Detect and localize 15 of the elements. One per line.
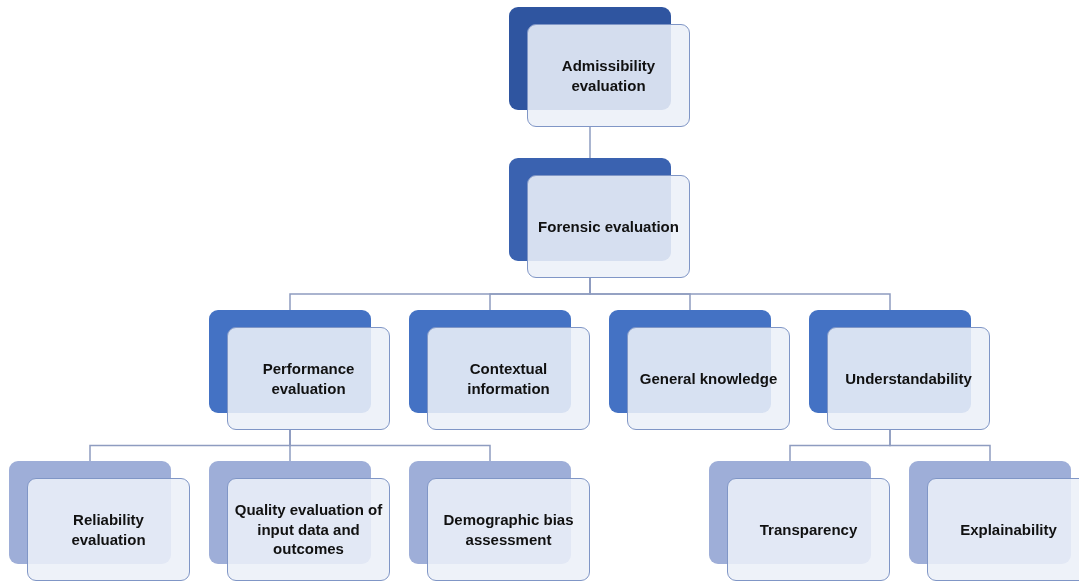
node-label: Reliability evaluation (70, 510, 147, 549)
node-label: Quality evaluation of input data and outcomes (234, 500, 383, 559)
node-label: Forensic evaluation (538, 216, 679, 237)
node-label: General knowledge (639, 368, 778, 389)
connector-line (589, 126, 591, 159)
connector-line (589, 277, 891, 311)
connector-line (889, 429, 991, 462)
node-label: Explainability (960, 519, 1057, 540)
node-label: Contextual information (466, 359, 551, 398)
node-label: Understandability (845, 368, 972, 389)
node-label: Demographic bias assessment (442, 510, 575, 549)
connector-line (289, 429, 491, 462)
node-label: Admissibility evaluation (560, 56, 657, 95)
node-label: Performance evaluation (261, 359, 356, 398)
node-label: Transparency (759, 519, 858, 540)
